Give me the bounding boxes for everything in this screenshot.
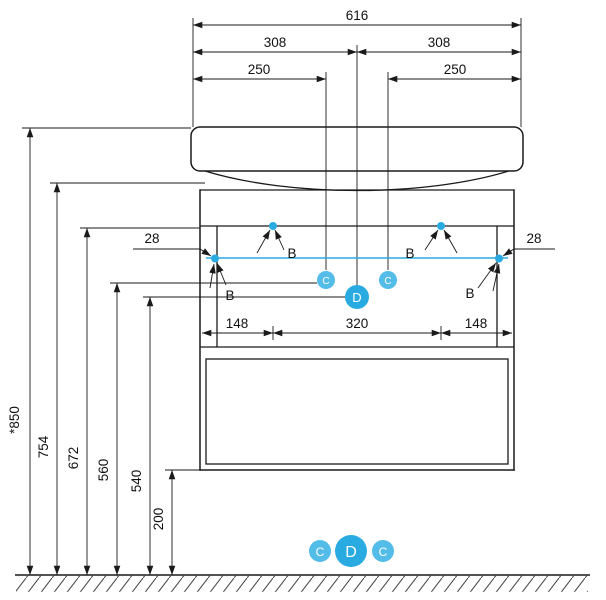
bracket-callout-side-left: B	[209, 262, 235, 303]
dim-label-672: 672	[66, 447, 81, 470]
dim-label-616: 616	[346, 8, 369, 23]
mount-dot-side-right	[495, 254, 503, 263]
bracket-callout-side-right: B	[465, 262, 501, 301]
legend-c-left-label: C	[316, 545, 325, 559]
ground-hatching	[16, 575, 588, 592]
dim-label-250-left: 250	[248, 62, 271, 77]
dim-height-754: 754	[36, 182, 205, 575]
dim-label-250-right: 250	[444, 62, 467, 77]
dim-edge-28-left: 28	[133, 231, 212, 257]
dim-height-540: 540	[129, 296, 345, 575]
dim-label-200: 200	[151, 508, 166, 531]
bracket-callout-top-right: B	[405, 229, 458, 261]
dim-half-widths: 308 308	[193, 35, 521, 285]
bracket-label: B	[225, 288, 234, 303]
legend-c-right	[372, 540, 394, 562]
dim-height-200: 200	[151, 469, 200, 575]
dim-mount-spans: 148 320 148	[202, 316, 512, 340]
hole-d-center-label: D	[352, 290, 361, 305]
legend-c-right-label: C	[379, 545, 388, 559]
cabinet	[199, 189, 515, 471]
dim-label-148-left: 148	[226, 316, 249, 331]
dim-label-560: 560	[96, 459, 111, 482]
dim-hole-offsets: 250 250	[193, 62, 521, 270]
legend-d	[335, 535, 367, 567]
dim-label-148-right: 148	[465, 316, 488, 331]
hole-c-right	[379, 271, 397, 289]
dim-label-754: 754	[36, 435, 51, 458]
bracket-label: B	[287, 246, 296, 261]
dim-label-28-left: 28	[144, 231, 159, 246]
legend-c-left	[309, 540, 331, 562]
dim-label-308-left: 308	[264, 35, 287, 50]
dim-label-320: 320	[346, 316, 369, 331]
legend-d-label: D	[345, 544, 357, 561]
dim-label-28-right: 28	[526, 231, 541, 246]
bracket-callout-top-left: B	[256, 229, 297, 261]
mounting-rail	[206, 222, 508, 263]
bracket-label: B	[405, 246, 414, 261]
bracket-label: B	[465, 286, 474, 301]
hole-d-center	[345, 285, 369, 309]
ground-line	[15, 574, 590, 592]
mount-dot-top-left	[269, 222, 277, 230]
dim-label-308-right: 308	[428, 35, 451, 50]
dim-height-672: 672	[66, 227, 200, 575]
drawer-front	[205, 358, 509, 465]
dim-edge-28-right: 28	[502, 231, 555, 257]
dim-label-540: 540	[129, 470, 144, 493]
legend-circles: C D C	[309, 535, 394, 567]
hole-c-left	[317, 271, 335, 289]
hole-markers-cabinet: C C D	[317, 271, 397, 309]
hole-c-left-label: C	[322, 276, 329, 287]
dim-height-560: 560	[96, 282, 317, 575]
dim-height-850: *850	[7, 127, 191, 575]
mount-dot-top-right	[437, 222, 445, 230]
dim-overall-width: 616	[192, 8, 522, 127]
dim-label-850: *850	[7, 406, 22, 434]
mount-dot-side-left	[211, 254, 219, 263]
hole-c-right-label: C	[384, 276, 391, 287]
